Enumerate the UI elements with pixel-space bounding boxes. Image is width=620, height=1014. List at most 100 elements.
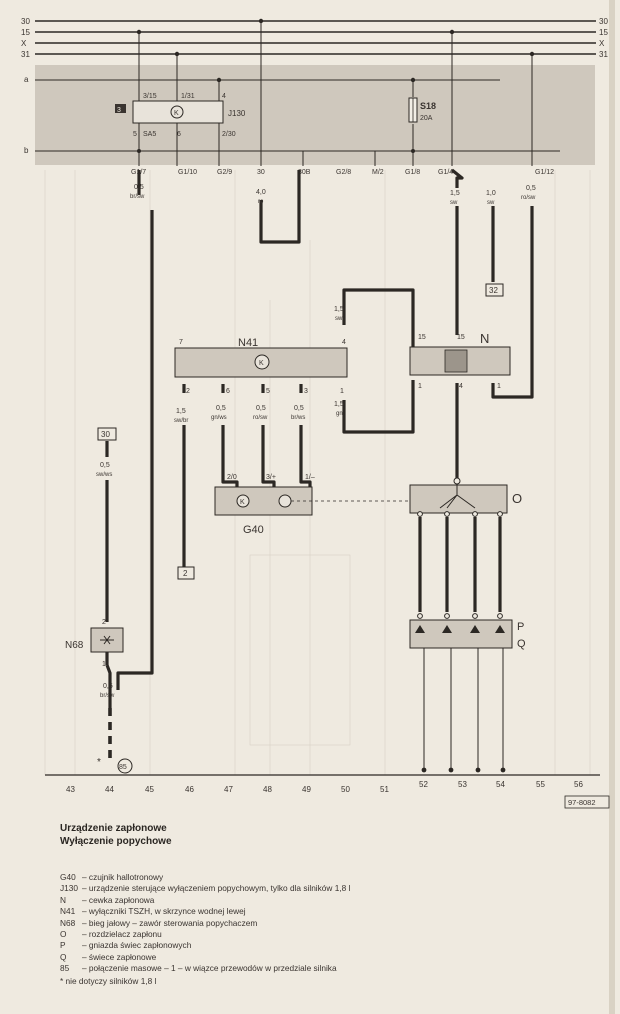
wire-w8-run	[221, 425, 239, 488]
legend-item: 85 – połączenie masowe – 1 – w wiązce pr…	[60, 963, 580, 974]
g40-label: G40	[243, 524, 264, 536]
wire-w11-size: 1,5	[334, 401, 344, 408]
bottom-number-9: 52	[419, 780, 428, 789]
wire-w4-size: 1,0	[486, 190, 496, 197]
coil-pin-4: 1	[497, 383, 501, 390]
wire-w1-color: br/sw	[130, 194, 145, 200]
n68-pin-1: 1	[102, 661, 106, 668]
svg-text:K: K	[259, 360, 264, 367]
n41-pin-1: 4	[342, 339, 346, 346]
wire-w6-color: sw	[335, 316, 343, 322]
wire-w10-size: 0,5	[294, 405, 304, 412]
legend-code: Q	[60, 951, 67, 962]
component-n68: N68 2 1	[65, 619, 124, 668]
wire-w12-size: 0,5	[100, 462, 110, 469]
wire-w1-size: 0,5	[134, 184, 144, 191]
wire-w12-color: sw/ws	[96, 472, 112, 478]
connector-label-2: G2/9	[217, 169, 232, 176]
svg-text:85: 85	[119, 764, 127, 771]
rail-label-left-2: X	[21, 39, 27, 48]
g40-pin-1: 3/+	[266, 474, 276, 481]
coil-pin-0: 15	[418, 334, 426, 341]
n41-pin-3: 6	[226, 388, 230, 395]
relay-j130-label: J130	[228, 109, 246, 118]
spark-plugs-body	[409, 619, 513, 649]
label-q: Q	[517, 638, 526, 650]
n41-label: N41	[238, 337, 258, 349]
n41-pin-2: 2	[186, 388, 190, 395]
relay-feed-wires	[138, 21, 533, 166]
wire-w6-run	[342, 288, 415, 347]
wire-w11-run	[342, 380, 415, 434]
relay-pin-5: 6	[177, 131, 181, 138]
wire-w13-size: 0,5	[103, 683, 113, 690]
svg-text:2: 2	[183, 569, 188, 578]
coil-core	[444, 349, 468, 373]
relay-pin-4: SA5	[143, 131, 156, 138]
power-rails	[35, 20, 596, 152]
legend-item: P – gniazda świec zapłonowych	[60, 940, 580, 951]
wire-w3-size: 1,5	[450, 190, 460, 197]
component-o-distributor: O	[409, 477, 522, 517]
bottom-number-1: 44	[105, 785, 114, 794]
legend-desc: – urządzenie sterujące wyłączeniem popyc…	[82, 883, 351, 894]
wire-labels: 0,5 br/sw 4,0 ro 1,5 sw 1,0 sw 0,5 ro/sw…	[96, 184, 536, 699]
n41-pin-6: 1	[340, 388, 344, 395]
wire-w2-color: ro	[258, 199, 264, 205]
ref-box-30: 30	[97, 427, 117, 441]
ref-box-32: 32	[485, 283, 504, 297]
legend-list: G40 – czujnik hallotronowy J130 – urządz…	[60, 872, 580, 975]
n41-pin-5: 3	[304, 388, 308, 395]
bottom-number-7: 50	[341, 785, 350, 794]
wire-w3-color: sw	[450, 200, 458, 206]
bottom-number-11: 54	[496, 780, 505, 789]
component-n41: K N41 7 4 2 6 5 3 1	[174, 337, 348, 395]
legend-desc: – połączenie masowe – 1 – w wiązce przew…	[82, 963, 337, 974]
bottom-number-3: 46	[185, 785, 194, 794]
legend-desc: – świece zapłonowe	[82, 951, 157, 962]
bottom-numbers: 43 44 45 46 47 48 49 50 51 52 53 54 55 5…	[66, 780, 583, 794]
wire-w9-run	[261, 425, 276, 488]
fuse-s18: S18 20A	[408, 97, 436, 123]
legend-code: N	[60, 894, 66, 905]
relay-pin-1: 1/31	[181, 93, 195, 100]
svg-text:3: 3	[117, 107, 121, 114]
connector-label-5: G2/8	[336, 169, 351, 176]
legend-item: N68 – bieg jałowy – zawór sterowania pop…	[60, 918, 580, 929]
wire-w11-color: gn	[336, 411, 343, 417]
wire-w7-color: sw/br	[174, 418, 188, 424]
legend-code: G40	[60, 872, 76, 882]
doc-code: 97-8082	[568, 798, 596, 807]
wire-w9-size: 0,5	[256, 405, 266, 412]
wire-w3-top	[451, 168, 464, 188]
coil-pin-2: 1	[418, 383, 422, 390]
connector-label-1: G1/10	[178, 169, 197, 176]
relay-marker-block	[115, 104, 126, 113]
relay-pin-6: 2/30	[222, 131, 236, 138]
fuse-panel-area	[35, 65, 595, 165]
wire-w10-run	[299, 425, 312, 488]
legend-item: O – rozdzielacz zapłonu	[60, 929, 580, 940]
wire-w5-color: ro/sw	[521, 195, 536, 201]
relay-j130: 3 K J130 3/15 1/31 4 5 SA5 6 2/30	[115, 93, 246, 138]
heavy-wires	[105, 168, 534, 690]
svg-text:K: K	[240, 499, 245, 506]
legend-item: N41 – wyłączniki TSZH, w skrzynce wodnej…	[60, 906, 580, 917]
wire-w2-size: 4,0	[256, 189, 266, 196]
component-n-coil: N 15 15 1 4 1	[409, 331, 511, 390]
wire-w4-color: sw	[487, 200, 495, 206]
bottom-number-4: 47	[224, 785, 233, 794]
svg-text:30: 30	[101, 430, 110, 439]
wire-w9-color: ro/sw	[253, 415, 268, 421]
wire-w5-run	[491, 206, 534, 399]
fuse-label: S18	[420, 101, 436, 111]
wire-w8-color: gn/ws	[211, 415, 227, 421]
rail-labels: 30 15 X 31 30 15 X 31 a b	[21, 17, 608, 155]
legend-item: G40 – czujnik hallotronowy	[60, 872, 580, 883]
relay-pin-0: 3/15	[143, 93, 157, 100]
legend-item: Q – świece zapłonowe	[60, 952, 580, 963]
legend-title-2: Wyłączenie popychowe	[60, 836, 172, 847]
legend-code: 85	[60, 963, 70, 974]
legend-code: P	[60, 940, 66, 951]
